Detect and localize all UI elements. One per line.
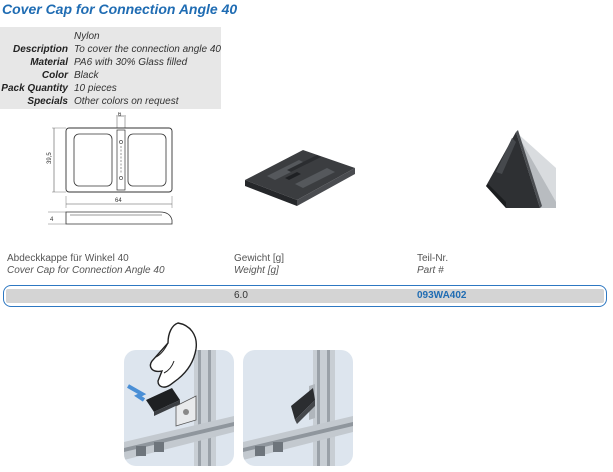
installation-photo-step-2: [243, 350, 353, 466]
spec-row-material: Material PA6 with 30% Glass filled: [0, 56, 221, 69]
spec-value: 10 pieces: [74, 83, 117, 94]
spec-row-material-name: Nylon: [0, 30, 221, 43]
col-header-part-de: Teil-Nr.: [417, 253, 449, 264]
spec-value: Black: [74, 70, 99, 81]
spec-value: To cover the connection angle 40: [74, 44, 221, 55]
dim-width: 64: [115, 198, 122, 204]
part-number[interactable]: 093WA402: [417, 290, 467, 301]
spec-row-color: Color Black: [0, 69, 221, 82]
specifications-panel: Nylon Description To cover the connectio…: [0, 27, 221, 109]
hand-illustration: [149, 322, 197, 388]
spec-label: Specials: [27, 96, 68, 107]
spec-row-pack-quantity: Pack Quantity 10 pieces: [0, 82, 221, 95]
spec-label: Pack Quantity: [1, 83, 68, 94]
dim-slot: 6: [118, 112, 122, 118]
dim-height: 39,5: [47, 152, 53, 164]
col-header-description-de: Abdeckkappe für Winkel 40: [7, 253, 129, 264]
col-header-weight-en: Weight [g]: [234, 265, 279, 276]
col-header-part-en: Part #: [417, 265, 444, 276]
col-header-description-en: Cover Cap for Connection Angle 40: [7, 265, 165, 276]
table-row: [3, 285, 607, 307]
table-row-fill: [6, 289, 604, 303]
cover-cap-render-mounted: [486, 130, 556, 208]
weight-value: 6.0: [234, 290, 248, 301]
spec-material-name: Nylon: [74, 31, 100, 42]
spec-label: Material: [30, 57, 68, 68]
spec-value: PA6 with 30% Glass filled: [74, 57, 188, 68]
spec-label: Description: [12, 44, 68, 55]
dim-thickness: 4: [50, 217, 54, 223]
spec-label: Color: [41, 70, 68, 81]
spec-row-description: Description To cover the connection angl…: [0, 43, 221, 56]
col-header-weight-de: Gewicht [g]: [234, 253, 285, 264]
spec-row-specials: Specials Other colors on request: [0, 95, 221, 108]
product-title: Cover Cap for Connection Angle 40: [2, 1, 238, 17]
spec-value: Other colors on request: [74, 96, 179, 107]
cover-cap-render-flat: [245, 150, 355, 206]
technical-drawing: 6 39,5 64 4: [47, 112, 173, 225]
